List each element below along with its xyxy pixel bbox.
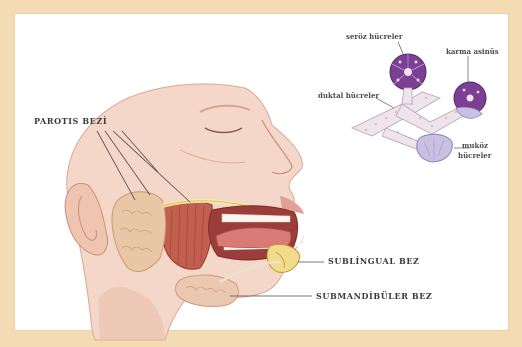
label-parotis: PAROTIS BEZİ — [34, 116, 107, 126]
label-mukoz-cells: hücreler — [458, 151, 492, 160]
label-seroz-cells: seröz hücreler — [346, 32, 403, 41]
label-sublingual: SUBLİNGUAL BEZ — [328, 256, 419, 266]
seroz-acinus — [390, 54, 426, 90]
label-karma-acinus: karma asinüs — [446, 47, 499, 56]
karma-acinus — [454, 82, 486, 118]
label-mukoz: muköz — [462, 141, 488, 150]
mukoz-acinus — [417, 134, 452, 162]
label-submandibular: SUBMANDİBÜLER BEZ — [316, 291, 432, 301]
label-duktal-cells: duktal hücreler — [318, 91, 379, 100]
submandibular-gland — [176, 275, 239, 306]
